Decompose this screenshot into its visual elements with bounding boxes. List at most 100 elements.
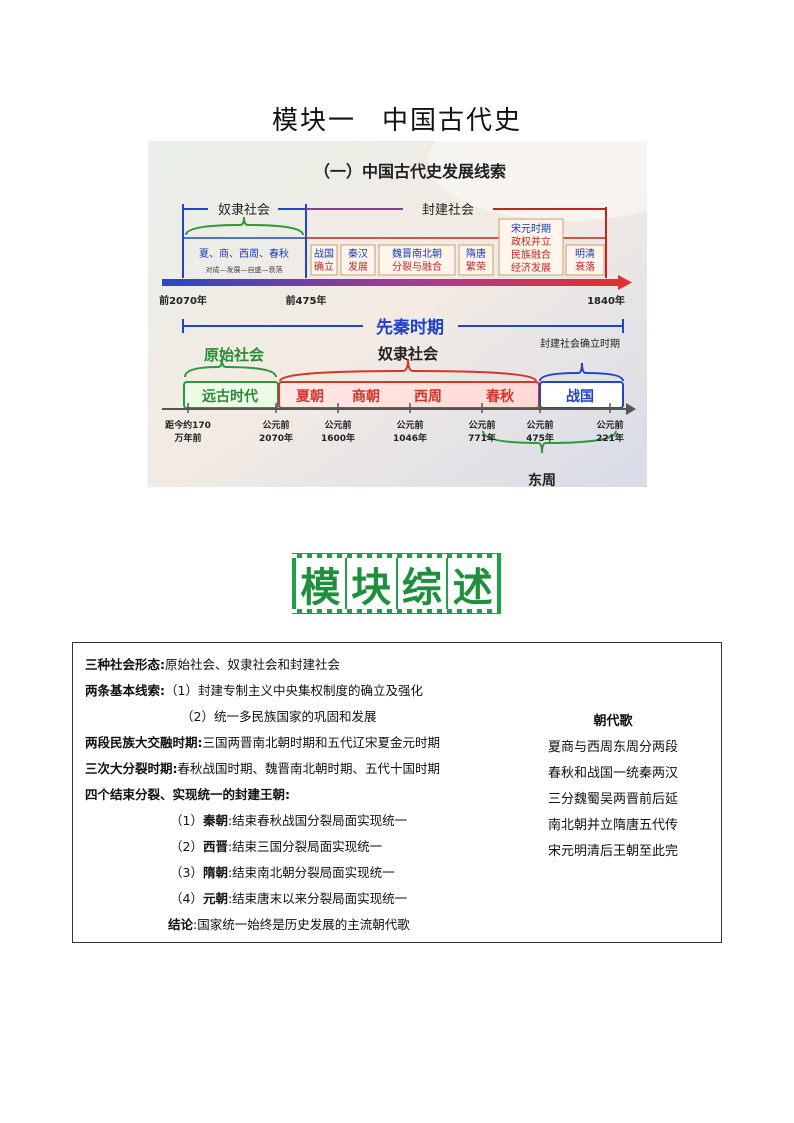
segment-box <box>498 218 564 276</box>
tick-label: 距今约170 <box>165 419 211 431</box>
badge-char-3: 综 <box>397 558 447 611</box>
era-label: 商朝 <box>352 388 380 405</box>
badge-char-1: 模 <box>296 558 345 611</box>
song-line: 夏商与西周东周分两段 <box>547 740 678 755</box>
bottom-brackets <box>182 319 624 454</box>
tick-label: 公元前 <box>468 419 495 431</box>
tick-label: 万年前 <box>173 432 201 444</box>
segment-label: 分裂与融合 <box>392 260 442 273</box>
clue-2: （2）统一多民族国家的巩固和发展 <box>181 709 377 724</box>
dynasty-item: （4）元朝:结束唐末以来分裂局面实现统一 <box>170 891 408 906</box>
bottom-arrow <box>162 408 626 410</box>
timeline-figure: （一）中国古代史发展线索 奴隶社会 封建社会 夏、商、西周、春秋 对成—发展—自… <box>148 141 647 487</box>
tick-label: 公元前 <box>596 419 623 431</box>
clues-label: 两条基本线索: <box>85 683 165 698</box>
era-label: 远古时代 <box>202 388 258 405</box>
segment-box <box>378 244 456 276</box>
conclusion-row: 结论:国家统一始终是历史发展的主流朝代歌 <box>168 914 410 933</box>
segment-label: 宋元时期 <box>511 222 551 235</box>
segment-label: 发展 <box>348 260 368 273</box>
dynasty-item: （2）西晋:结束三国分裂局面实现统一 <box>170 839 383 854</box>
tick-label: 1046年 <box>393 432 427 444</box>
era-label: 战国 <box>566 388 594 405</box>
segment-label: 经济发展 <box>511 261 551 274</box>
social-forms-row: 三种社会形态:原始社会、奴隶社会和封建社会 <box>85 654 340 673</box>
segment-label: 民族融合 <box>511 248 551 261</box>
feudal-est-label: 封建社会确立时期 <box>540 337 620 350</box>
conclusion-label: 结论 <box>168 917 194 932</box>
split-label: 三次大分裂时期: <box>85 761 178 776</box>
top-tick-1: 前2070年 <box>159 294 207 307</box>
tick-label: 771年 <box>468 432 496 444</box>
era-label: 春秋 <box>485 388 515 405</box>
figure-heading: （一）中国古代史发展线索 <box>314 162 506 181</box>
segment-box <box>565 244 605 276</box>
top-arrow <box>162 279 618 286</box>
badge-char-4: 述 <box>448 558 497 611</box>
pre-qin-label: 先秦时期 <box>376 317 444 338</box>
split-row: 三次大分裂时期:春秋战国时期、魏晋南北朝时期、五代十国时期 <box>85 758 440 777</box>
fusion-label: 两段民族大交融时期: <box>85 735 203 750</box>
tick-label: 公元前 <box>262 419 289 431</box>
segment-label: 衰落 <box>575 260 595 273</box>
segment-box <box>458 244 494 276</box>
tick-label: 公元前 <box>526 419 553 431</box>
split-text: 春秋战国时期、魏晋南北朝时期、五代十国时期 <box>177 761 441 776</box>
section-badge: 模 块 综 述 <box>292 553 501 614</box>
song-line: 南北朝并立隋唐五代传 <box>547 818 678 833</box>
title-module: 模块一 <box>271 106 356 136</box>
clues-row: 两条基本线索:（1）封建专制主义中央集权制度的确立及强化 <box>85 680 423 699</box>
era-label: 西周 <box>414 389 442 405</box>
song-line: 三分魏蜀吴两晋前后延 <box>547 792 678 807</box>
segment-label: 确立 <box>314 260 334 273</box>
top-xia-sub: 对成—发展—自盛—衰落 <box>206 265 283 274</box>
tick-label: 公元前 <box>324 419 351 431</box>
tick-label: 公元前 <box>396 419 423 431</box>
top-brackets <box>182 204 607 278</box>
segment-box <box>310 244 338 276</box>
segment-label: 战国 <box>314 248 334 260</box>
badge-char-2: 块 <box>346 558 396 611</box>
tick-label: 1600年 <box>321 432 355 444</box>
bottom-ticks: 距今约170万年前公元前2070年公元前1600年公元前1046年公元前771年… <box>165 403 624 444</box>
era-label: 夏朝 <box>296 388 324 405</box>
tick-label: 2070年 <box>259 432 293 444</box>
top-tick-3: 1840年 <box>587 294 625 307</box>
segment-label: 魏晋南北朝 <box>392 247 442 260</box>
segment-label: 繁荣 <box>466 260 486 273</box>
unify-label: 四个结束分裂、实现统一的封建王朝: <box>85 787 290 802</box>
dong-zhou-label: 东周 <box>528 472 556 487</box>
title-subject: 中国古代史 <box>382 106 523 136</box>
song-line: 宋元明清后王朝至此完 <box>547 844 678 859</box>
clue-1: （1）封建专制主义中央集权制度的确立及强化 <box>165 683 423 698</box>
top-tick-2: 前475年 <box>286 294 327 307</box>
top-feudal-label: 封建社会 <box>422 202 474 218</box>
fusion-text: 三国两晋南北朝时期和五代辽宋夏金元时期 <box>202 735 441 750</box>
segment-label: 秦汉 <box>348 247 368 260</box>
segment-label: 明清 <box>575 247 595 260</box>
song-title: 朝代歌 <box>593 714 633 729</box>
top-xia-group: 夏、商、西周、春秋 <box>199 247 289 260</box>
page-title: 模块一中国古代史 <box>0 100 794 137</box>
fusion-row: 两段民族大交融时期:三国两晋南北朝时期和五代辽宋夏金元时期 <box>85 732 440 751</box>
dynasty-item: （3）隋朝:结束南北朝分裂局面实现统一 <box>170 865 395 880</box>
bottom-arrow-head <box>626 403 636 415</box>
top-arrow-head <box>618 275 632 290</box>
social-forms-text: 原始社会、奴隶社会和封建社会 <box>165 657 341 672</box>
slave-label: 奴隶社会 <box>377 345 438 363</box>
era-labels: 远古时代 夏朝 商朝 西周 春秋 战国 <box>202 388 594 405</box>
social-forms-label: 三种社会形态: <box>85 657 165 672</box>
tick-label: 475年 <box>526 432 554 444</box>
segment-label: 隋唐 <box>466 247 486 260</box>
dynasty-song: 朝代歌 夏商与西周东周分两段 春秋和战国一统秦两汉 三分魏蜀吴两晋前后延 南北朝… <box>518 709 708 865</box>
conclusion-text: :国家统一始终是历史发展的主流朝代歌 <box>193 917 410 932</box>
dynasty-item: （1）秦朝:结束春秋战国分裂局面实现统一 <box>170 813 408 828</box>
segment-label: 政权并立 <box>511 235 551 248</box>
song-line: 春秋和战国一统秦两汉 <box>547 766 678 781</box>
tick-label: 221年 <box>596 432 624 444</box>
primitive-label: 原始社会 <box>204 346 264 364</box>
top-slave-label: 奴隶社会 <box>218 202 270 218</box>
summary-box: 三种社会形态:原始社会、奴隶社会和封建社会 两条基本线索:（1）封建专制主义中央… <box>72 642 722 943</box>
era-blocks <box>183 381 624 409</box>
